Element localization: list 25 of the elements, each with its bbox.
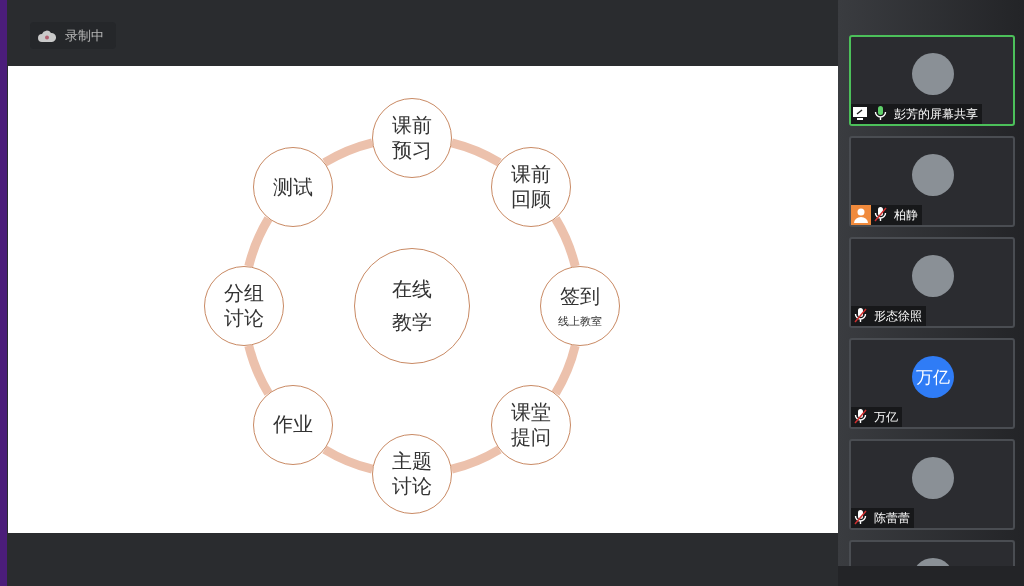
- ring-segment: [322, 445, 374, 474]
- ring-segment: [551, 344, 580, 396]
- node-title: 课堂提问: [509, 399, 552, 450]
- participant-name: 万亿: [874, 408, 898, 426]
- node-title: 签到: [559, 283, 601, 309]
- recording-status: 录制中: [65, 27, 104, 45]
- node-title: 在线教学: [391, 276, 433, 336]
- node-title: 课前预习: [391, 113, 433, 163]
- node-title: 测试: [272, 174, 315, 200]
- ring-segment: [244, 216, 273, 268]
- participant-name: 彭芳的屏幕共享: [894, 105, 978, 123]
- avatar-circle: 万亿: [912, 356, 954, 398]
- node-title: 分组讨论: [223, 281, 265, 331]
- ring-segment: [551, 216, 580, 268]
- participant-name: 形态徐照: [874, 307, 922, 325]
- node-title: 课前回顾: [509, 162, 552, 213]
- ring-segment: [450, 445, 502, 474]
- node-title: 主题讨论: [391, 449, 433, 499]
- node-subtitle: 线上教室: [558, 314, 602, 329]
- participant-name: 陈蕾蕾: [874, 509, 910, 527]
- ring-segment: [450, 138, 502, 167]
- node-title: 作业: [272, 412, 315, 438]
- ring-segment: [244, 344, 273, 396]
- ring-segment: [322, 138, 374, 167]
- participant-name: 柏静: [894, 206, 918, 224]
